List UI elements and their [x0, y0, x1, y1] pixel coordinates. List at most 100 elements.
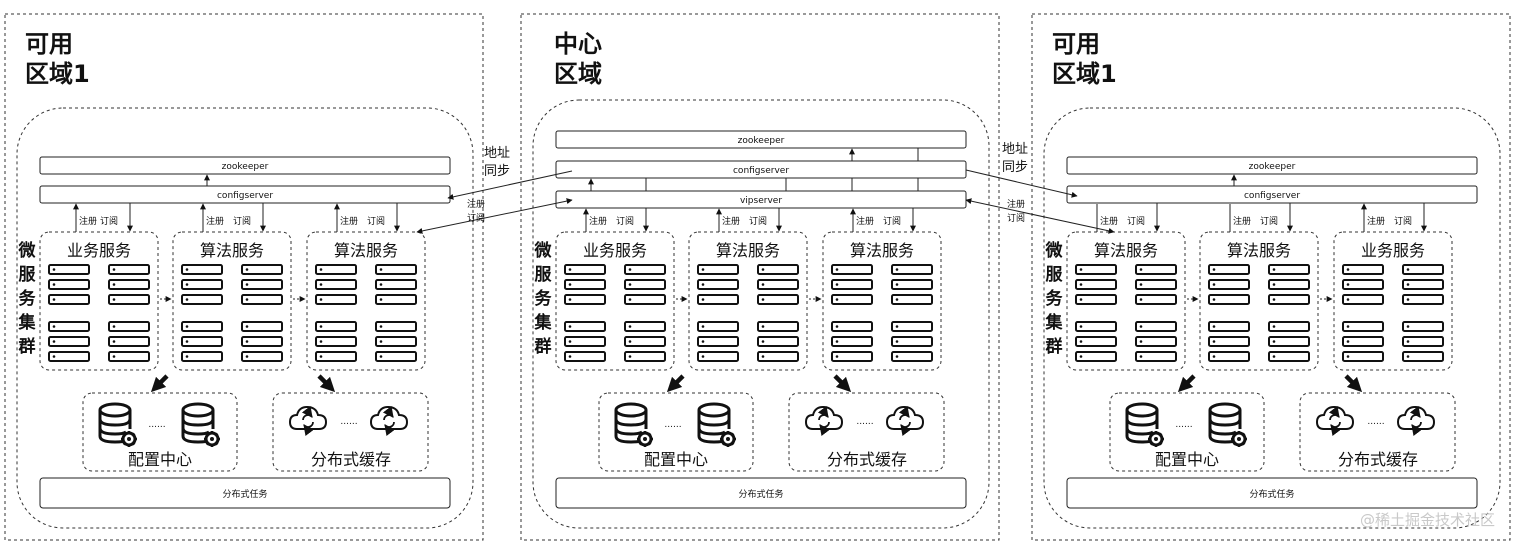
cache-label: 分布式缓存 — [827, 450, 907, 469]
server-slot — [891, 321, 933, 332]
server-led — [379, 298, 383, 301]
server-slot — [564, 294, 606, 305]
server-slot — [181, 351, 223, 362]
server-led — [112, 355, 116, 358]
cloud-sync-icon — [1398, 407, 1434, 429]
server-led — [1079, 283, 1083, 286]
service-title: 业务服务 — [583, 241, 647, 260]
server-led — [628, 283, 632, 286]
service-title: 业务服务 — [67, 241, 131, 260]
server-slot — [1402, 321, 1444, 332]
server-slot — [1135, 279, 1177, 290]
server-slot — [108, 321, 150, 332]
ellipsis-dots: ...... — [1367, 417, 1384, 427]
server-led — [895, 340, 899, 343]
server-slot — [1208, 351, 1250, 362]
service-frame — [1066, 231, 1186, 371]
server-slot — [1208, 279, 1250, 290]
bar-label: configserver — [1244, 191, 1300, 201]
server-led — [185, 340, 189, 343]
cloud-sync-icon — [290, 407, 326, 429]
server-led — [1139, 355, 1143, 358]
server-slot — [375, 264, 417, 275]
server-led — [1212, 268, 1216, 271]
server-led — [1272, 283, 1276, 286]
service-box: 业务服务注册订阅 — [1333, 203, 1453, 371]
register-label: 注册 — [340, 215, 358, 227]
config-center-label: 配置中心 — [128, 450, 192, 469]
server-led — [1406, 340, 1410, 343]
server-slot — [757, 279, 799, 290]
region-title: 可用 — [25, 30, 73, 58]
server-led — [52, 325, 56, 328]
server-slot — [315, 294, 357, 305]
server-led — [1272, 355, 1276, 358]
server-slot — [564, 336, 606, 347]
server-led — [1272, 325, 1276, 328]
server-led — [895, 325, 899, 328]
bar-label: zookeeper — [1249, 162, 1296, 172]
database-gear-icon — [697, 402, 738, 449]
server-led — [568, 325, 572, 328]
cluster-side-label: 服 — [535, 265, 553, 285]
server-led — [245, 283, 249, 286]
server-led — [185, 325, 189, 328]
server-slot — [48, 279, 90, 290]
server-led — [1079, 298, 1083, 301]
cluster-side-label: 务 — [1046, 288, 1064, 309]
server-led — [1406, 355, 1410, 358]
server-slot — [1208, 264, 1250, 275]
server-slot — [624, 264, 666, 275]
config-center-label: 配置中心 — [644, 450, 708, 469]
region-3: 可用区域1zookeeperconfigserver算法服务注册订阅算法服务注册… — [1031, 13, 1511, 541]
server-slot — [1075, 351, 1117, 362]
server-slot — [697, 279, 739, 290]
server-led — [1272, 268, 1276, 271]
cloud-sync-icon — [806, 407, 842, 429]
server-slot — [241, 264, 283, 275]
address-sync-label: 地址 — [1002, 142, 1028, 157]
server-slot — [1075, 336, 1117, 347]
server-slot — [315, 336, 357, 347]
server-led — [319, 355, 323, 358]
server-slot — [48, 351, 90, 362]
server-led — [319, 283, 323, 286]
server-led — [319, 268, 323, 271]
server-slot — [624, 321, 666, 332]
subscribe-label: 订阅 — [100, 216, 118, 227]
server-slot — [697, 294, 739, 305]
service-box: 算法服务注册订阅 — [822, 208, 942, 371]
region-frame — [1031, 13, 1511, 541]
server-led — [1139, 268, 1143, 271]
server-led — [1139, 325, 1143, 328]
register-label: 注册 — [1007, 198, 1025, 210]
server-led — [1079, 268, 1083, 271]
task-bar — [555, 477, 967, 509]
server-slot — [1268, 351, 1310, 362]
server-led — [112, 325, 116, 328]
cluster-area — [16, 107, 474, 529]
server-led — [568, 355, 572, 358]
database-gear-icon — [1125, 402, 1166, 449]
server-slot — [831, 321, 873, 332]
server-slot — [315, 351, 357, 362]
cache-box: ......分布式缓存 — [788, 392, 945, 472]
server-slot — [1402, 351, 1444, 362]
server-led — [245, 355, 249, 358]
service-frame — [39, 231, 159, 371]
register-label: 注册 — [722, 215, 740, 227]
server-slot — [1402, 279, 1444, 290]
server-slot — [564, 264, 606, 275]
server-led — [1079, 340, 1083, 343]
server-slot — [241, 294, 283, 305]
server-slot — [48, 336, 90, 347]
region-title: 区域 — [554, 60, 602, 88]
server-led — [701, 355, 705, 358]
server-slot — [1268, 336, 1310, 347]
server-led — [1406, 283, 1410, 286]
ellipsis-dots: ...... — [664, 420, 681, 430]
server-led — [379, 325, 383, 328]
server-led — [628, 298, 632, 301]
server-led — [379, 283, 383, 286]
